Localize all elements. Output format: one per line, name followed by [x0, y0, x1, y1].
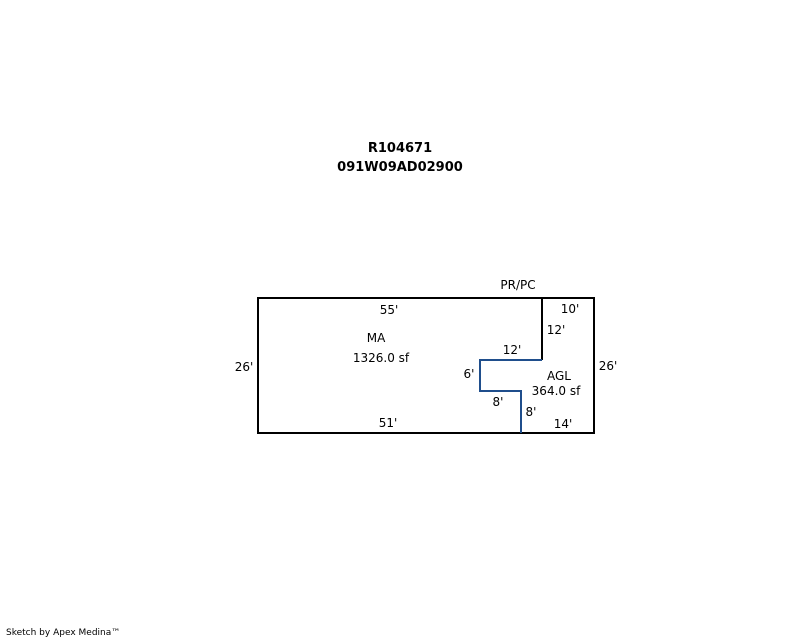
agl-area-code: AGL	[547, 369, 571, 383]
ma-bottom-dimension: 51'	[379, 416, 398, 430]
porch-label: PR/PC	[500, 278, 535, 292]
ma-top-dimension: 55'	[380, 303, 399, 317]
sketch-credit: Sketch by Apex Medina™	[6, 628, 121, 638]
right-side-dimension: 26'	[599, 359, 618, 373]
step-upper-vertical-dimension: 12'	[547, 323, 566, 337]
building-outline	[257, 297, 595, 434]
account-number: R104671	[367, 141, 433, 156]
step-lower-vertical-dimension: 8'	[526, 405, 537, 419]
step-upper-horizontal-dimension: 12'	[503, 343, 522, 357]
left-side-dimension: 26'	[235, 360, 254, 374]
map-tax-lot-number: 091W09AD02900	[337, 160, 463, 175]
step-lower-horizontal-dimension: 8'	[493, 395, 504, 409]
agl-bottom-dimension: 14'	[554, 417, 573, 431]
area-divider-line	[479, 359, 542, 433]
step-mid-vertical-dimension: 6'	[464, 367, 475, 381]
agl-area-size: 364.0 sf	[532, 384, 581, 398]
agl-top-dimension: 10'	[561, 302, 580, 316]
ma-area-code: MA	[367, 331, 386, 345]
ma-area-size: 1326.0 sf	[353, 351, 410, 365]
